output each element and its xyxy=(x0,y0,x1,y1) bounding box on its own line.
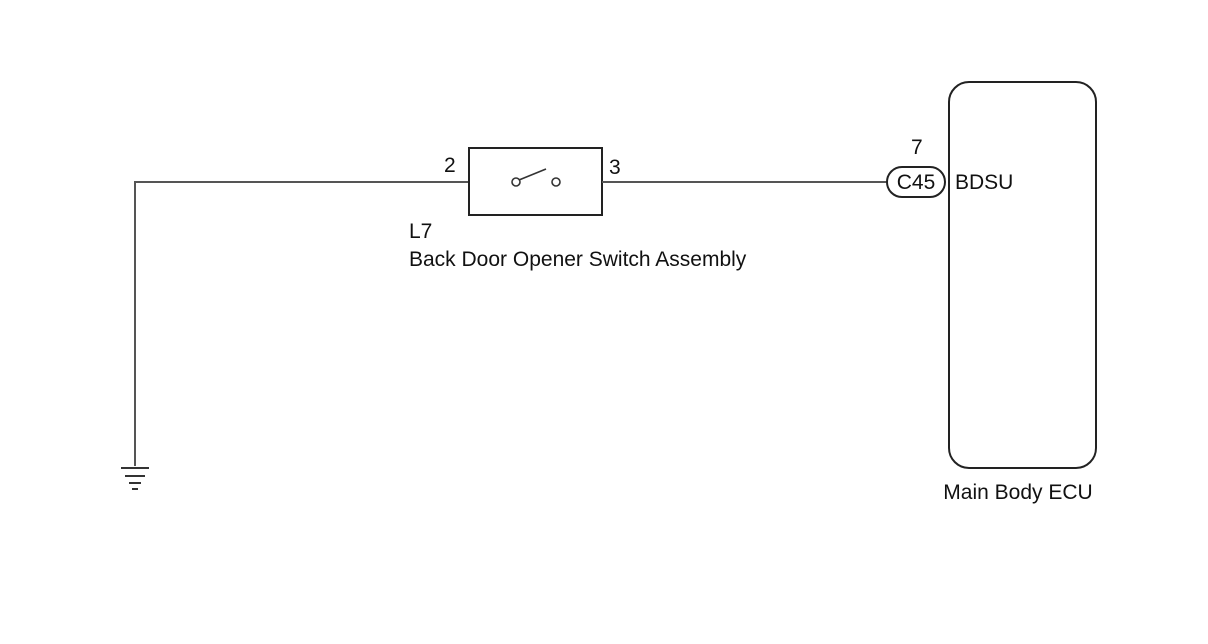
ecu-box xyxy=(948,81,1097,469)
connector-id-label: C45 xyxy=(897,171,936,194)
switch-name-label: Back Door Opener Switch Assembly xyxy=(409,248,747,271)
ground-wire xyxy=(134,181,469,466)
switch-contact-icon xyxy=(511,168,561,187)
ecu-name-label: Main Body ECU xyxy=(943,481,1092,504)
switch-box xyxy=(468,147,603,216)
switch-code-label: L7 xyxy=(409,220,432,243)
connector-pill xyxy=(886,166,946,198)
ground-icon xyxy=(121,467,149,490)
switch-pin-right-label: 3 xyxy=(609,156,621,179)
connector-pin-label: 7 xyxy=(911,136,923,159)
connector-signal-label: BDSU xyxy=(955,171,1013,194)
switch-pin-left-label: 2 xyxy=(444,154,456,177)
